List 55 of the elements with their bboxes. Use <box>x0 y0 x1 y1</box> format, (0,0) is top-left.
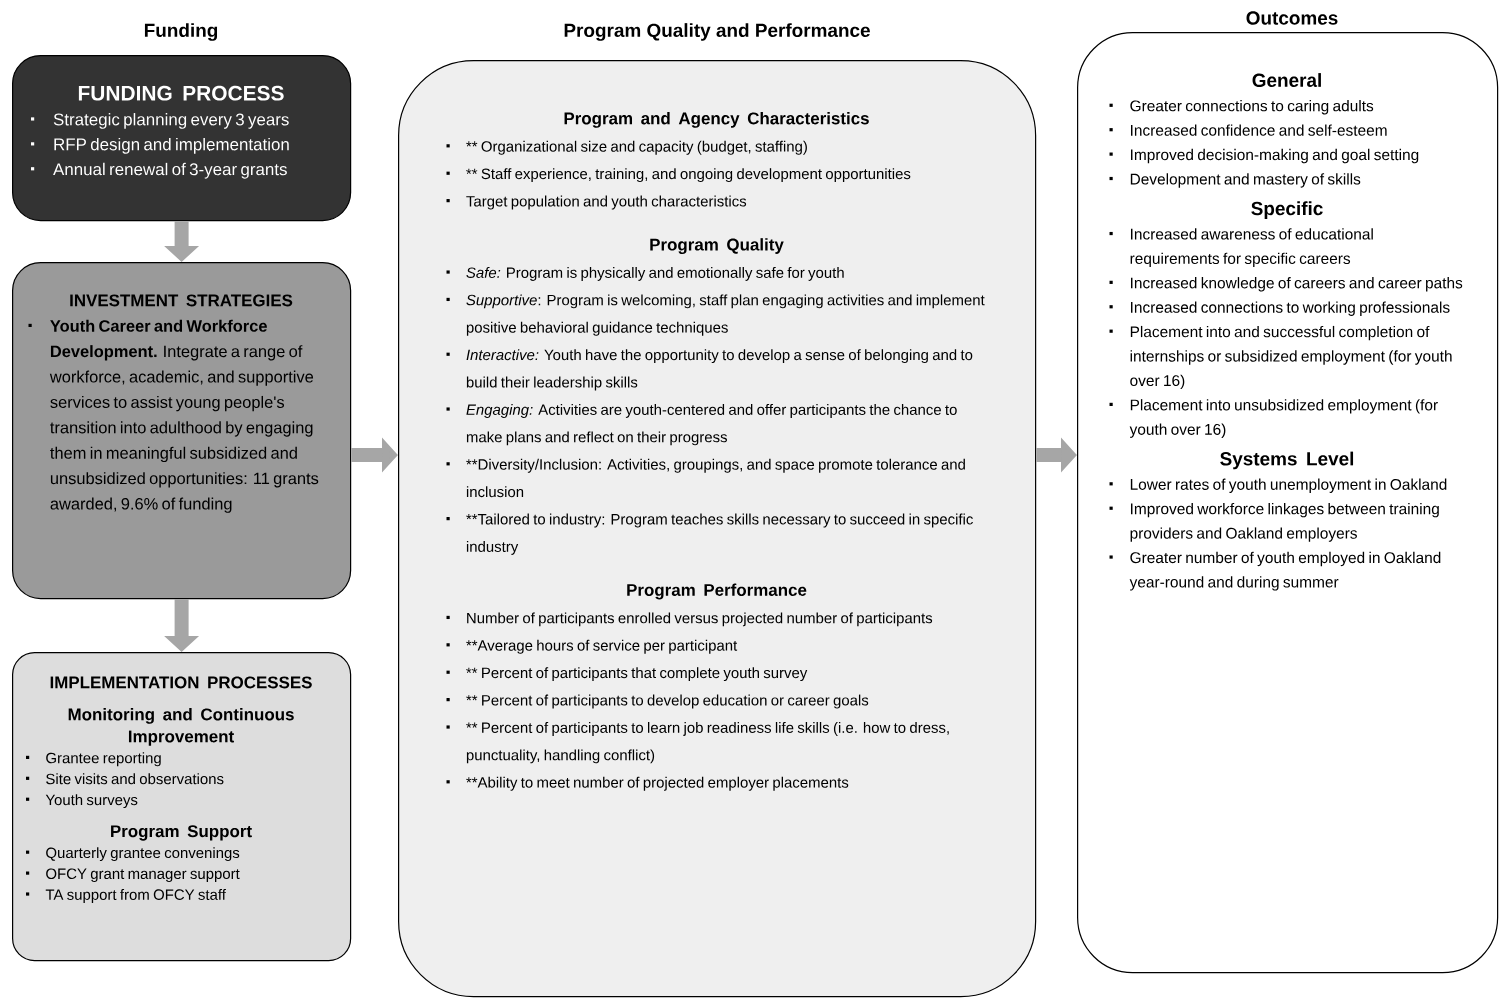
bullet-item: Interactive: Youth have the opportunity to develop a sense of belonging and to build their leadership skills <box>446 349 973 391</box>
bullet-item: Youth Career and Workforce Development. Integrate a range of workforce, academic, and supportive services to assist young people's transition into adulthood by engaging them in meaningful subsidized and unsubsidized opportunities: 11 grants awarded, 9.6% of funding <box>28 319 319 513</box>
bullet-item: Improved decision-making and goal setting <box>1109 148 1419 164</box>
bullet-item: **Diversity/Inclusion: Activities, groupings, and space promote tolerance and inclusion <box>446 458 965 498</box>
section-heading: Program Performance <box>627 583 807 600</box>
process-box <box>1077 32 1499 974</box>
bullet-item: ** Staff experience, training, and ongoing development opportunities <box>446 168 911 183</box>
column-heading: Program Quality and Performance <box>564 23 870 41</box>
section-heading: Specific <box>1251 201 1323 219</box>
bullet-item: Improved workforce linkages between training providers and Oakland employers <box>1109 502 1439 542</box>
bullet-item: OFCY grant manager support <box>26 868 240 882</box>
bullet-item: Supportive: Program is welcoming, staff plan engaging activities and implement positive behavioral guidance techniques <box>446 294 985 336</box>
bullet-item: RFP design and implementation <box>31 137 289 154</box>
section-heading: Program and Agency Characteristics <box>564 111 869 128</box>
bullet-item: Placement into unsubsidized employment (for youth over 16) <box>1109 399 1438 438</box>
bullet-item: Strategic planning every 3 years <box>31 113 289 129</box>
process-box <box>12 652 352 962</box>
bullet-item: Increased knowledge of careers and career paths <box>1109 277 1463 292</box>
bullet-item: ** Percent of participants to develop education or career goals <box>446 694 869 709</box>
section-heading: Systems Level <box>1220 451 1354 470</box>
bullet-item: Site visits and observations <box>26 773 224 785</box>
bullet-item: ** Percent of participants that complete youth survey <box>446 667 808 682</box>
bullet-item: Lower rates of youth unemployment in Oakland <box>1109 478 1447 493</box>
section-heading: Program Quality <box>650 238 784 254</box>
bullet-item: **Average hours of service per participant <box>446 639 738 654</box>
process-box <box>12 262 352 600</box>
bullet-item: Number of participants enrolled versus projected number of participants <box>446 612 933 627</box>
section-heading: FUNDING PROCESS <box>78 85 284 101</box>
bullet-item: **Ability to meet number of projected employer placements <box>446 776 849 791</box>
bullet-item: Quarterly grantee convenings <box>26 847 240 862</box>
process-box <box>398 60 1037 998</box>
bullet-item: Youth surveys <box>26 794 138 809</box>
bullet-item: Placement into and successful completion of internships or subsidized employment (for youth over 16) <box>1109 325 1452 390</box>
bullet-item: ** Percent of participants to learn job readiness life skills (i.e. how to dress, punctuality, handling conflict) <box>446 722 949 764</box>
section-heading: INVESTMENT STRATEGIES <box>70 294 293 307</box>
column-heading: Outcomes <box>1246 11 1338 25</box>
bullet-item: Engaging: Activities are youth-centered and offer participants the chance to make plans and reflect on their progress <box>446 404 957 446</box>
section-heading: General <box>1252 73 1321 87</box>
bullet-item: TA support from OFCY staff <box>26 889 226 903</box>
bullet-item: Safe: Program is physically and emotionally safe for youth <box>446 267 844 281</box>
section-heading: Monitoring and Continuous Improvement <box>68 708 294 746</box>
bullet-item: Annual renewal of 3-year grants <box>31 162 287 179</box>
bullet-item: Greater connections to caring adults <box>1109 100 1374 115</box>
bullet-item: Development and mastery of skills <box>1109 173 1361 188</box>
bullet-item: Greater number of youth employed in Oakland year-round and during summer <box>1109 551 1441 591</box>
process-box <box>12 55 352 222</box>
bullet-item: **Tailored to industry: Program teaches skills necessary to succeed in specific industry <box>446 513 973 555</box>
section-heading: Program Support <box>111 825 252 841</box>
bullet-item: ** Organizational size and capacity (budget, staffing) <box>446 140 807 155</box>
bullet-item: Target population and youth characteristics <box>446 195 747 210</box>
bullet-item: Increased confidence and self-esteem <box>1109 124 1387 136</box>
bullet-item: Grantee reporting <box>26 752 161 767</box>
bullet-item: Increased awareness of educational requirements for specific careers <box>1109 228 1373 268</box>
section-heading: IMPLEMENTATION PROCESSES <box>50 676 312 689</box>
bullet-item: Increased connections to working professionals <box>1109 301 1450 316</box>
